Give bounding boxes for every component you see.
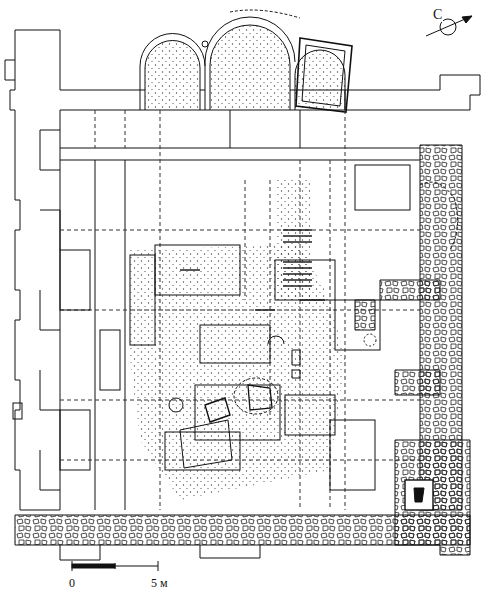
north-letter: С — [432, 8, 443, 22]
scale-length: 5 м — [150, 577, 169, 589]
scale-zero: 0 — [68, 577, 76, 589]
